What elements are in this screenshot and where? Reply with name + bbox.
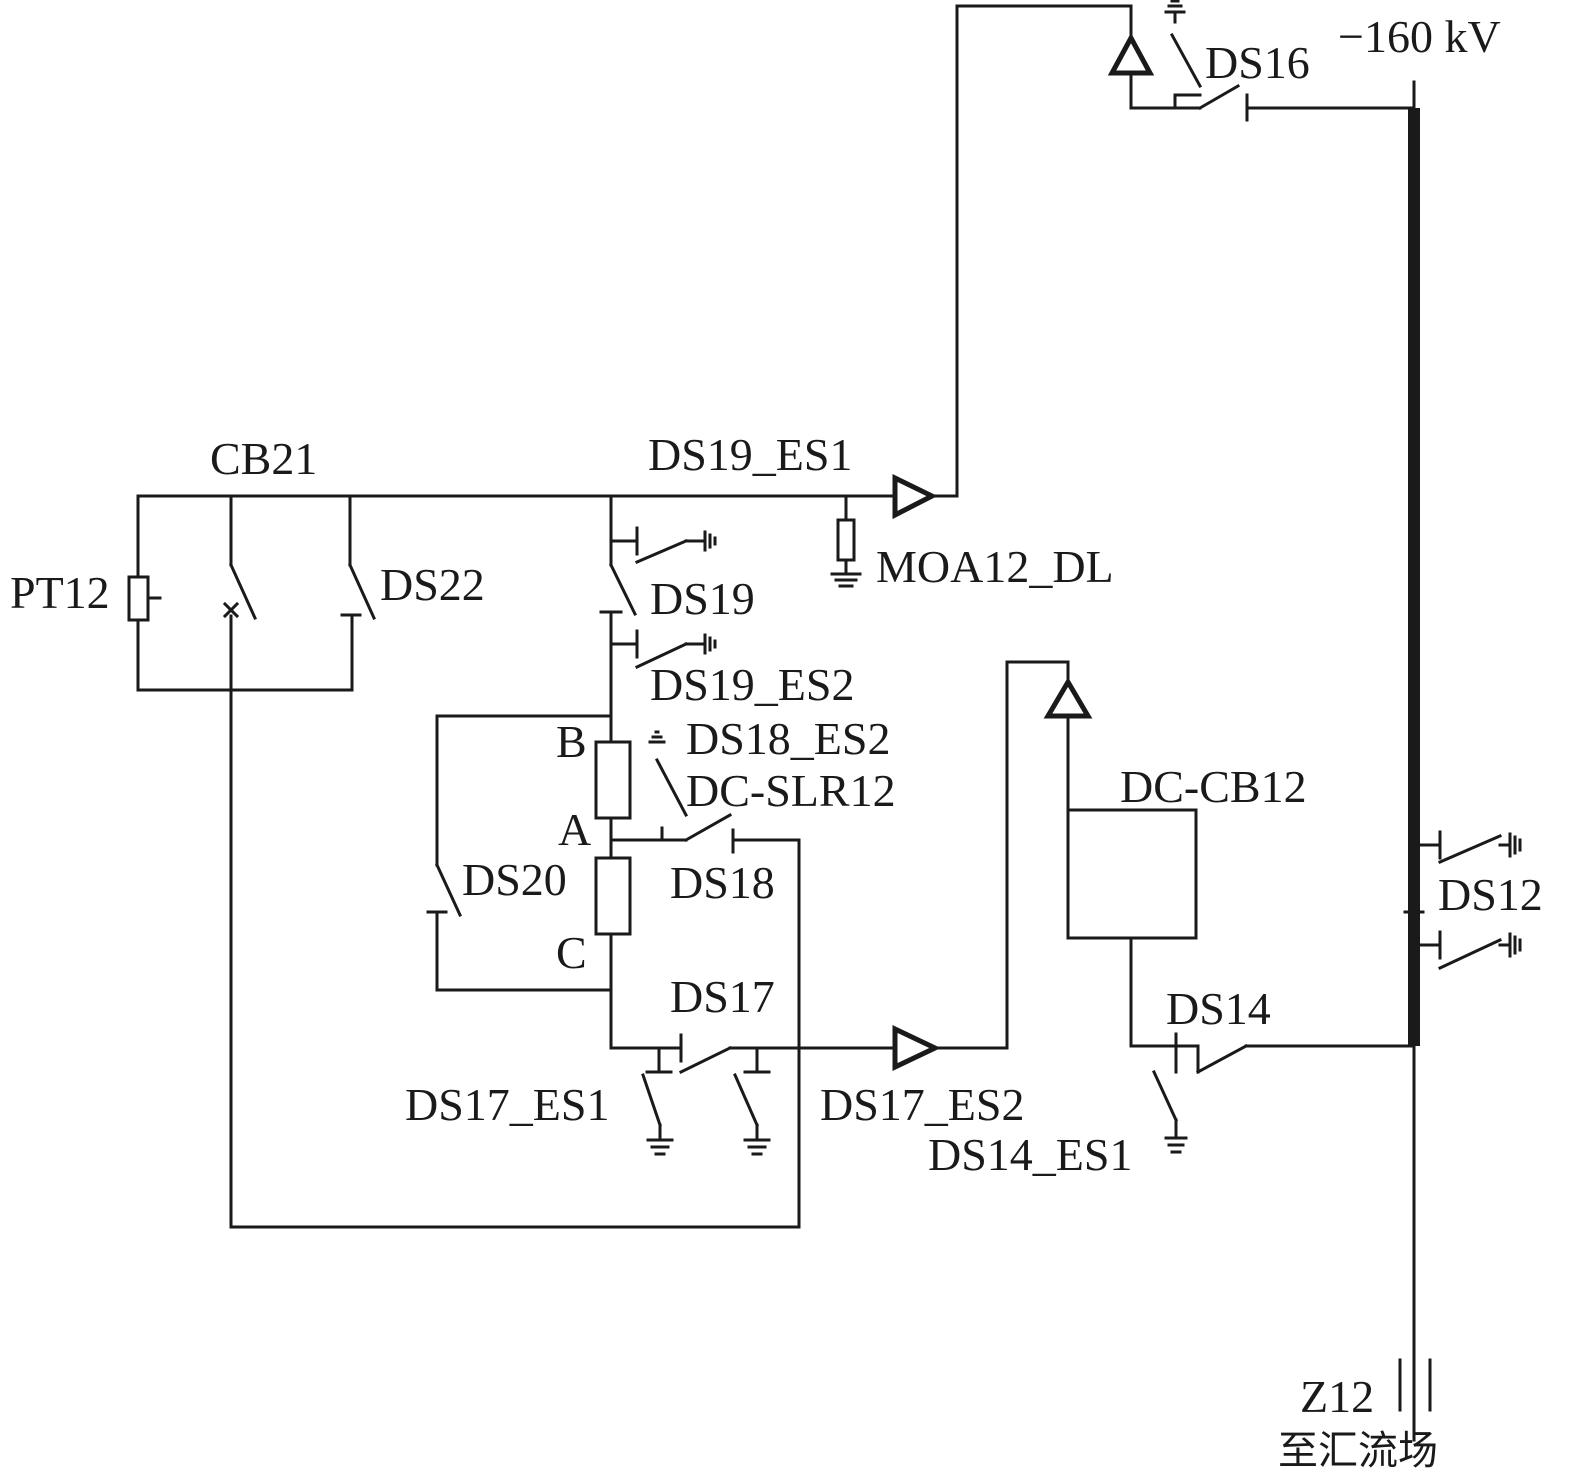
node-c-label: C	[556, 927, 587, 978]
z12-line-terminal	[1398, 1358, 1432, 1412]
ds20-label: DS20	[462, 854, 567, 905]
cb21-label: CB21	[210, 433, 317, 484]
ds16-branch	[955, 0, 1416, 498]
ds18-switch	[609, 730, 801, 854]
dc-cb12-bushing-arrow	[1043, 677, 1093, 719]
top-feeder-line	[136, 474, 959, 520]
dc-cb12-label: DC-CB12	[1120, 761, 1307, 812]
ds14-label: DS14	[1166, 983, 1271, 1034]
ds17-es2-label: DS17_ES2	[820, 1079, 1024, 1130]
moa12-dl-label: MOA12_DL	[876, 541, 1114, 592]
ds12-label: DS12	[1438, 869, 1543, 920]
dc-cb12-breaker	[1043, 660, 1198, 1048]
dc-slr12-label: DC-SLR12	[686, 765, 896, 816]
dc-slr12-reactor	[594, 740, 632, 1050]
ds19-es2-label: DS19_ES2	[650, 659, 854, 710]
node-a-label: A	[558, 804, 591, 855]
ds19-label: DS19	[650, 573, 755, 624]
ds17-bushing-arrow	[892, 1025, 941, 1071]
moa12-surge-arrester	[830, 494, 862, 588]
ds16-label: DS16	[1205, 37, 1310, 88]
pt12-label: PT12	[10, 567, 110, 618]
node-b-label: B	[556, 716, 587, 767]
ds17-group	[609, 660, 1070, 1156]
ds16-bushing-arrow	[1107, 32, 1155, 76]
ds12-earth-switch	[1403, 830, 1522, 970]
ds14-es1-label: DS14_ES1	[928, 1129, 1132, 1180]
voltage-label: −160 kV	[1338, 11, 1501, 62]
ds17-label: DS17	[670, 971, 775, 1022]
feeder-bushing-arrow	[892, 474, 938, 520]
ds19-es1-label: DS19_ES1	[648, 429, 852, 480]
pt12-cb21-ds22-group	[127, 494, 801, 1229]
ds17-es1-label: DS17_ES1	[405, 1079, 609, 1130]
converter-label: 至汇流场	[1278, 1428, 1438, 1474]
ds14-switch	[1129, 1032, 1416, 1154]
ds18-label: DS18	[670, 857, 775, 908]
labels: −160 kV DS16 CB21 DS19_ES1 MOA12_DL PT12…	[10, 11, 1543, 1474]
ds22-label: DS22	[380, 559, 485, 610]
z12-label: Z12	[1300, 1371, 1374, 1422]
ds20-bypass	[426, 714, 613, 992]
ds18-es2-label: DS18_ES2	[686, 713, 890, 764]
ds19-group	[599, 494, 717, 744]
